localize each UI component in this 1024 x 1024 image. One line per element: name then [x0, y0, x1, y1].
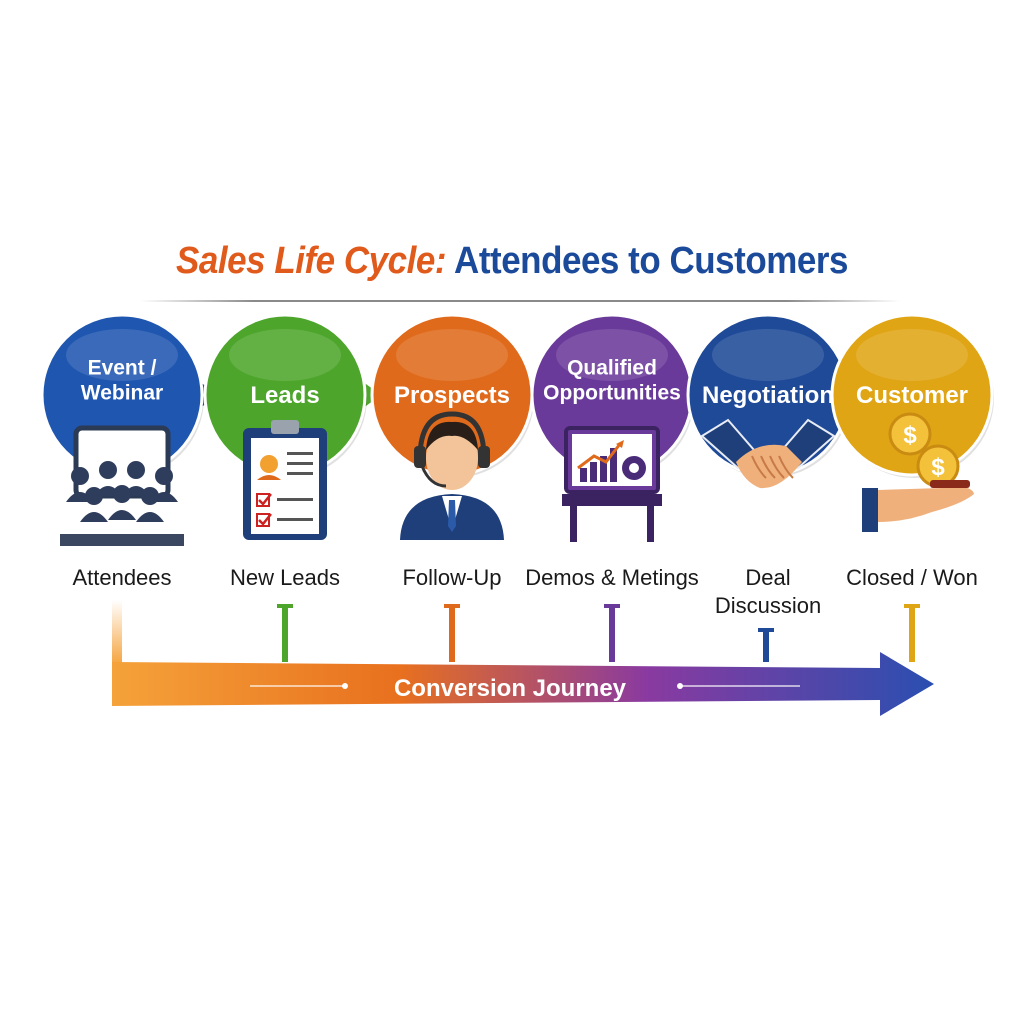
- journey-label: Conversion Journey: [394, 675, 627, 702]
- stage-connectors: [277, 604, 920, 662]
- growth-chart-easel-icon: [562, 426, 662, 542]
- journey-right-dot: [677, 683, 683, 689]
- stage-label-5-line-1: Negotiation: [702, 382, 834, 409]
- stage-sublabel-6-line-1: Closed / Won: [846, 565, 978, 590]
- conversion-journey-arrow: Conversion Journey: [112, 600, 934, 716]
- stage-circle-6: [830, 313, 994, 477]
- title-divider: [140, 300, 900, 302]
- stage-label-4-line-1: Qualified: [567, 357, 657, 380]
- title-part2: Attendees to Customers: [454, 240, 848, 282]
- stage-sublabel-2-line-1: New Leads: [230, 565, 340, 590]
- stage-sublabel-3-line-1: Follow-Up: [402, 565, 501, 590]
- stage-label-1-line-2: Webinar: [81, 382, 163, 405]
- journey-arrow-body: [112, 652, 934, 716]
- stage-label-2-line-1: Leads: [250, 382, 319, 409]
- connector-4: [609, 604, 615, 662]
- stage-sublabel-5-line-2: Discussion: [715, 593, 821, 618]
- stage-label-1-line-1: Event /: [88, 357, 157, 380]
- journey-left-dot: [342, 683, 348, 689]
- clipboard-checklist-icon: [243, 420, 327, 540]
- headset-agent-icon: [400, 411, 504, 540]
- title-part1: Sales Life Cycle:: [176, 240, 447, 282]
- stage-label-4-line-2: Opportunities: [543, 382, 681, 405]
- connector-5: [763, 628, 769, 662]
- hand-with-coins-icon: $$: [862, 412, 974, 532]
- stage-sublabel-1-line-1: Attendees: [72, 565, 171, 590]
- stage-6: Customer$$Closed / Won: [830, 313, 994, 590]
- connector-3: [449, 604, 455, 662]
- svg-text:$: $: [931, 454, 945, 481]
- audience-presentation-icon: [60, 425, 184, 546]
- stage-sublabel-5-line-1: Deal: [745, 565, 790, 590]
- stage-label-3-line-1: Prospects: [394, 382, 510, 409]
- handshake-icon: [700, 418, 836, 489]
- connector-2: [282, 604, 288, 662]
- diagram-title: Sales Life Cycle: Attendees to Customers: [41, 240, 983, 283]
- journey-start-riser: [112, 600, 122, 666]
- stage-label-6-line-1: Customer: [856, 382, 968, 409]
- connector-6: [909, 604, 915, 662]
- stage-sublabel-4-line-1: Demos & Metings: [525, 565, 699, 590]
- svg-text:$: $: [903, 422, 917, 449]
